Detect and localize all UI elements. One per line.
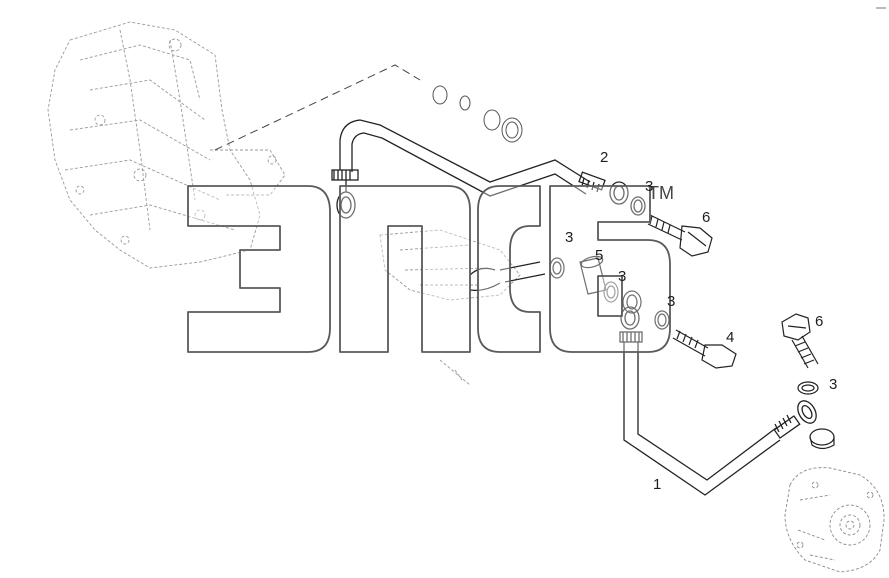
- top-fitting-drawing: [432, 85, 523, 143]
- pump-housing-drawing: [784, 467, 885, 573]
- bolt-6-lower-drawing: [781, 313, 819, 369]
- callout-3-left: 3: [565, 229, 573, 246]
- upper-pipe-drawing: [331, 119, 646, 219]
- trademark-mark: TM: [648, 183, 674, 203]
- bolt-6-upper-drawing: [647, 214, 713, 257]
- callout-2: 2: [600, 149, 608, 166]
- engine-block-drawing: [47, 21, 521, 386]
- callout-3-right: 3: [667, 293, 675, 310]
- callout-3-top: 3: [645, 178, 653, 195]
- callout-1: 1: [653, 476, 661, 493]
- dashed-leader: [214, 64, 421, 151]
- lower-pipe-drawing: [619, 306, 817, 496]
- lower-right-washers-drawing: [797, 381, 835, 450]
- watermark-logo: [187, 185, 671, 353]
- callout-3-mid: 3: [618, 268, 626, 285]
- middle-washers-drawing: [469, 255, 642, 314]
- bolt-4-drawing: [654, 310, 737, 369]
- callout-3-lower: 3: [829, 376, 837, 393]
- callout-5: 5: [595, 247, 603, 264]
- callout-4: 4: [726, 329, 734, 346]
- callout-6-upper: 6: [702, 209, 710, 226]
- callout-6-lower: 6: [815, 313, 823, 330]
